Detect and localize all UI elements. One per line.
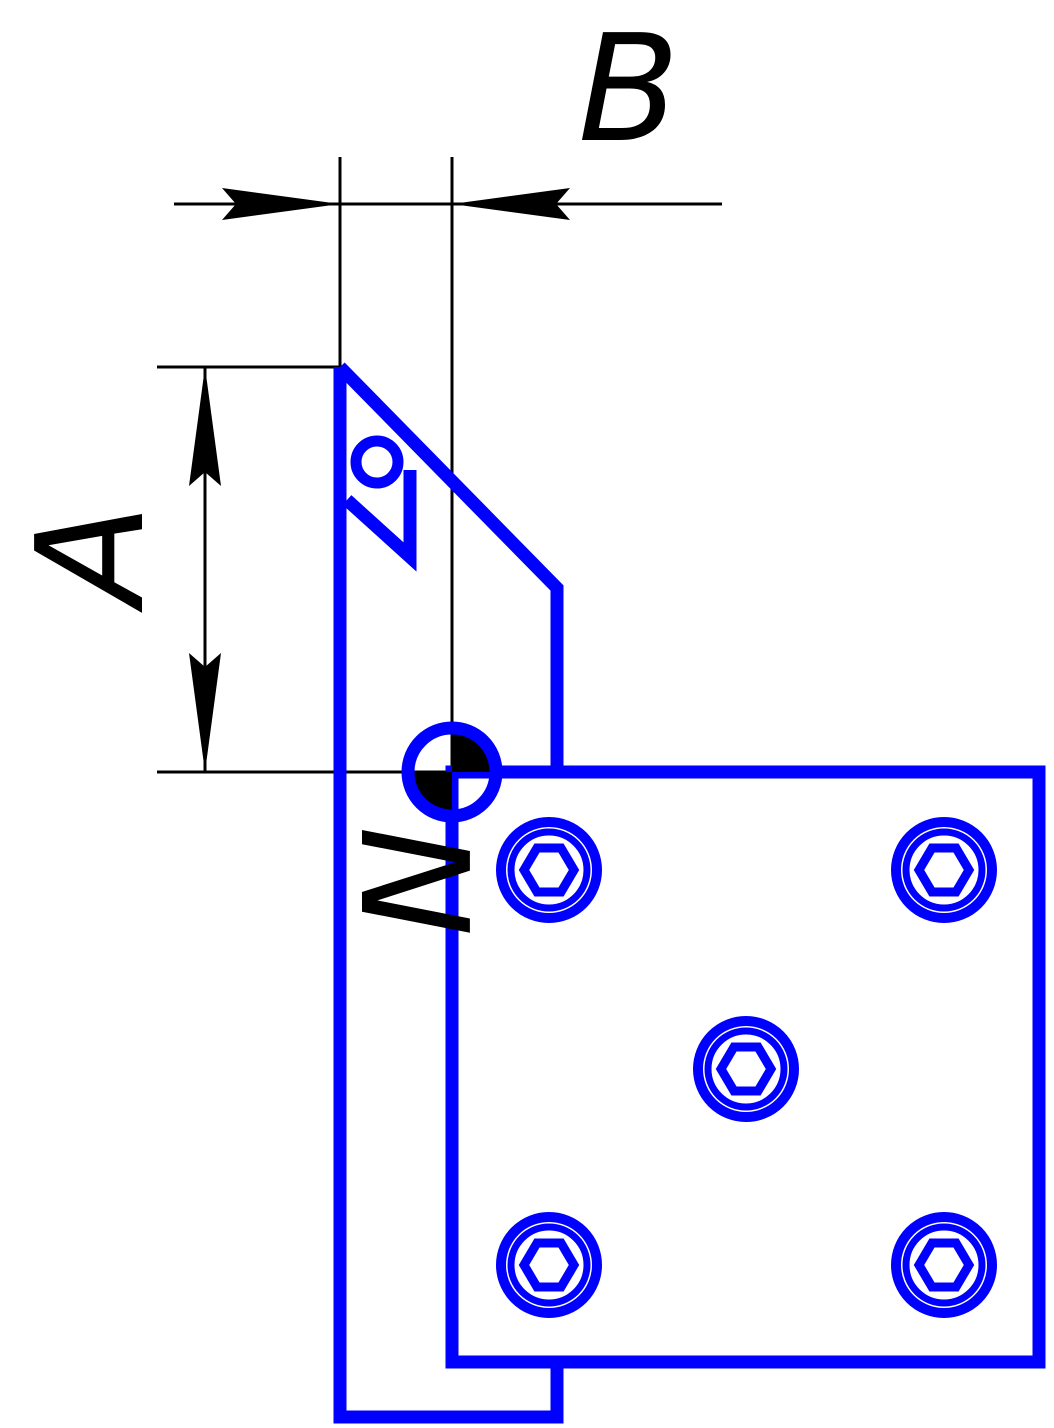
arrow-b-left [222,188,340,220]
arrow-a-top [189,367,221,486]
insert-hole-icon [350,435,404,489]
reference-pin-icon [401,721,503,823]
insert-triangle [342,470,417,572]
arrow-a-bottom [189,653,221,772]
dimension-label-a: A [5,504,177,613]
pin-circle [401,721,503,823]
tool-part [333,362,564,1424]
dimension-a [157,365,452,774]
hex-socket-bolt-icon [693,1016,799,1122]
hex-socket-bolt-icon [496,817,602,923]
hex-socket-bolt-icon [891,1212,997,1318]
bolts [496,817,997,1318]
arrow-b-right [452,188,570,220]
dimension-b [174,157,722,772]
holder-plate [445,765,1046,1369]
dimension-label-b: B [578,3,680,175]
tool-shank-outline [333,362,564,1424]
hex-socket-bolt-icon [891,817,997,923]
point-label-n: N [327,826,499,937]
hex-socket-bolt-icon [496,1212,602,1318]
